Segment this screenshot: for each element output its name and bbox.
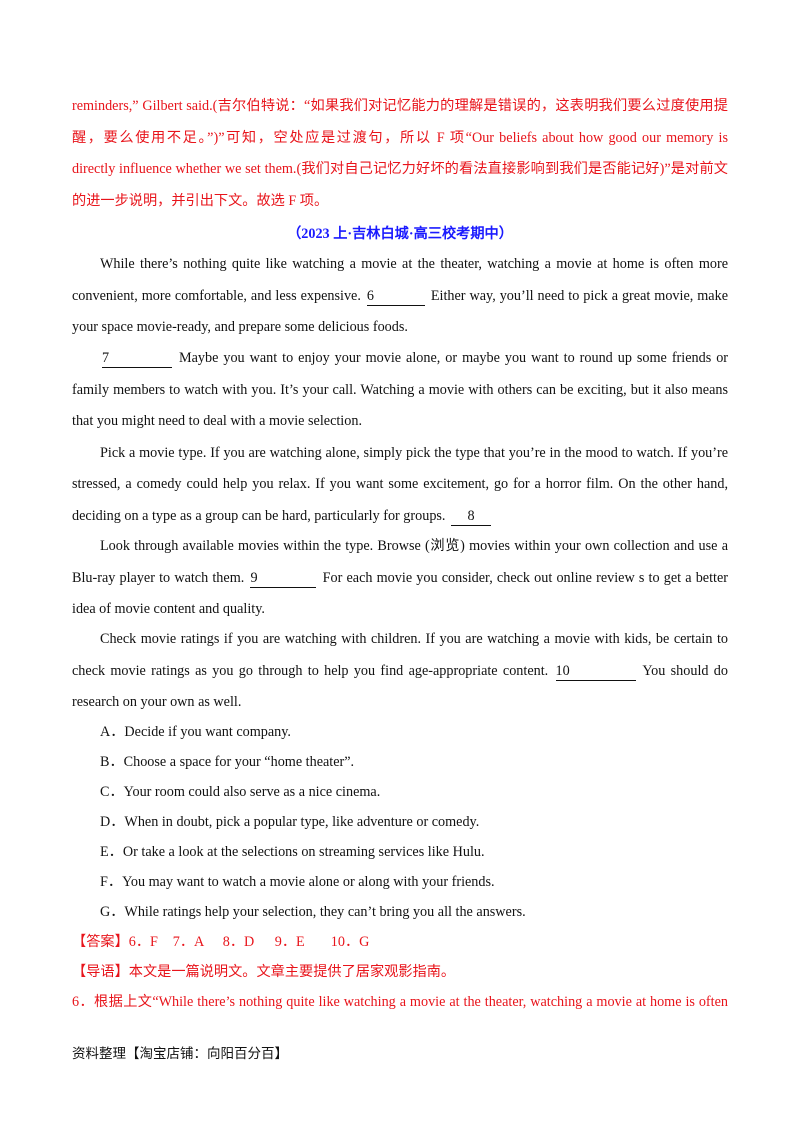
answer-item: 6．F: [128, 934, 158, 950]
option-e: E．Or take a look at the selections on st…: [100, 844, 485, 860]
intro-line-2: 醒，要么使用不足。”)”可知，空处应是过渡句，所以 F 项“Our belief…: [72, 130, 728, 146]
p5-line-2-a: check movie ratings as you go through to…: [72, 663, 549, 679]
intro-line-1: reminders,” Gilbert said.(吉尔伯特说：“如果我们对记忆…: [72, 98, 728, 114]
blank-7: 7: [102, 350, 172, 368]
explanation-6: 6．根据上文“While there’s nothing quite like …: [72, 994, 728, 1010]
p1-line-2-b: Either way, you’ll need to pick a great …: [430, 288, 728, 304]
p5-line-2: check movie ratings as you go through to…: [72, 661, 728, 681]
p1-line-2-a: convenient, more comfortable, and less e…: [72, 288, 361, 304]
p5-line-3: research on your own as well.: [72, 694, 242, 710]
answer-item: 9．E: [274, 934, 305, 950]
p3-line-2: stressed, a comedy could help you relax.…: [72, 476, 728, 492]
p4-line-3: idea of movie content and quality.: [72, 601, 265, 617]
answer-line: 【答案】6．F 7．A 8．D 9．E 10．G: [72, 932, 728, 952]
blank-9: 9: [250, 570, 317, 588]
p1-line-3: your space movie-ready, and prepare some…: [72, 319, 408, 335]
option-g: G．While ratings help your selection, the…: [100, 904, 526, 920]
option-f: F．You may want to watch a movie alone or…: [100, 874, 495, 890]
intro-line-3: directly influence whether we set them.(…: [72, 161, 728, 177]
p2-line-2: family members to watch with you. It’s y…: [72, 382, 728, 398]
p4-line-2-a: Blu-ray player to watch them.: [72, 570, 245, 586]
option-a: A．Decide if you want company.: [100, 724, 291, 740]
option-d: D．When in doubt, pick a popular type, li…: [100, 814, 480, 830]
option-c: C．Your room could also serve as a nice c…: [100, 784, 381, 800]
p3-line-1: Pick a movie type. If you are watching a…: [100, 445, 728, 461]
answer-item: 7．A: [172, 934, 205, 950]
p2-line-1-b: Maybe you want to enjoy your movie alone…: [178, 350, 729, 366]
page-footer: 资料整理【淘宝店铺：向阳百分百】: [72, 1046, 288, 1061]
p3-line-3-a: deciding on a type as a group can be har…: [72, 508, 446, 524]
guide-text: 本文是一篇说明文。文章主要提供了居家观影指南。: [128, 964, 456, 980]
blank-8: 8: [451, 508, 492, 526]
answer-label: 【答案】: [72, 934, 129, 950]
answer-item: 8．D: [222, 934, 255, 950]
p2-line-3: that you might need to deal with a movie…: [72, 413, 362, 429]
p4-line-2-b: For each movie you consider, check out o…: [322, 570, 729, 586]
p5-line-2-b: You should do: [642, 663, 728, 679]
p1-line-1: While there’s nothing quite like watchin…: [100, 256, 728, 272]
source-heading: （2023 上·吉林白城·高三校考期中）: [287, 226, 513, 242]
guide-label: 【导语】: [72, 964, 129, 980]
blank-10: 10: [555, 663, 636, 681]
answer-item: 10．G: [330, 934, 370, 950]
option-b: B．Choose a space for your “home theater”…: [100, 754, 355, 770]
p2-line-1: 7 Maybe you want to enjoy your movie alo…: [72, 348, 728, 368]
guide-line: 【导语】本文是一篇说明文。文章主要提供了居家观影指南。: [72, 962, 728, 982]
p1-line-2: convenient, more comfortable, and less e…: [72, 286, 728, 306]
p4-line-2: Blu-ray player to watch them. 9 For each…: [72, 568, 728, 588]
intro-line-4: 的进一步说明，并引出下文。故选 F 项。: [72, 193, 329, 209]
p3-line-3: deciding on a type as a group can be har…: [72, 506, 728, 526]
blank-6: 6: [366, 288, 425, 306]
p4-line-1: Look through available movies within the…: [100, 538, 728, 554]
p5-line-1: Check movie ratings if you are watching …: [100, 631, 728, 647]
